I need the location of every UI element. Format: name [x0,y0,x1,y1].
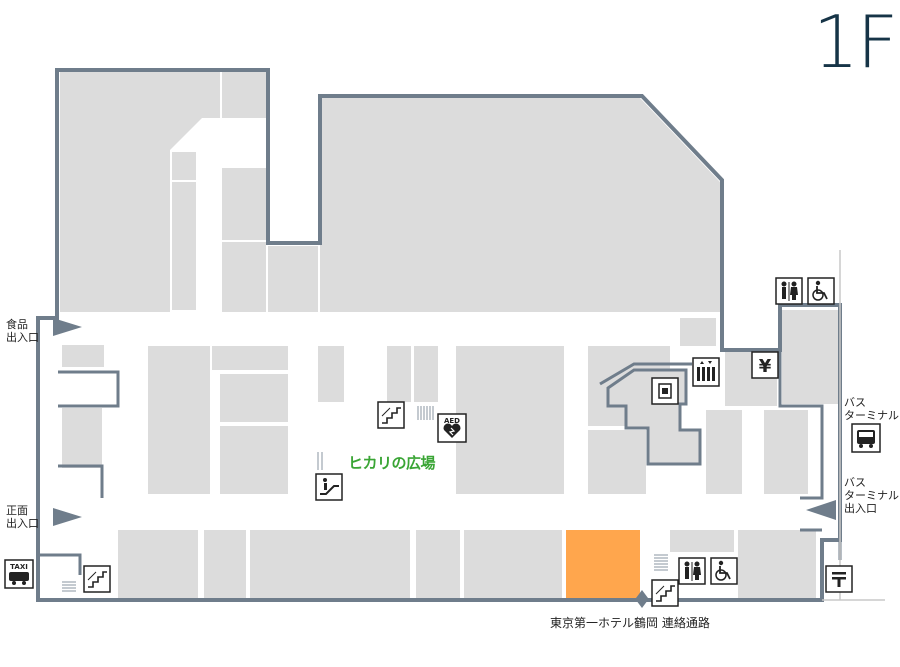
stair-stripes [62,406,668,592]
hotel-link-arrow-up [636,590,648,598]
elevator-icon [692,357,720,387]
aed-label: AED [444,417,460,425]
atm-icon: ¥ [751,351,779,379]
restroom-icon-bottom [678,557,706,585]
stairs-icon-bottom [651,579,679,607]
escalator-icon [315,473,343,501]
aed-icon: AED [437,413,467,443]
main-entrance-label: 正面 出入口 [6,504,39,530]
bus-terminal-entrance-label: バス ターミナル 出入口 [844,476,899,515]
restroom-icon [775,277,803,305]
bus-icon [851,423,881,453]
post-office-icon [825,565,853,593]
coin-locker-icon [651,377,679,405]
upper-left-blocks [60,72,318,312]
main-entrance-arrow [53,508,82,526]
bus-entrance-arrow [806,500,836,520]
upper-large-block [320,98,720,312]
stairs-icon [377,401,405,429]
middle-blocks [62,318,808,494]
food-entrance-label: 食品 出入口 [6,318,39,344]
highlighted-store [566,530,640,598]
inner-walls [38,348,842,575]
taxi-icon: TAXI [4,559,34,589]
wheelchair-icon [807,277,835,305]
food-entrance-arrow [53,318,82,336]
hotel-link-label: 東京第一ホテル鶴岡 連絡通路 [550,616,710,630]
stairs-icon-bottom-left [83,565,111,593]
bottom-blocks [118,310,838,598]
bus-terminal-label: バス ターミナル [844,396,899,422]
floor-label: 1F [813,0,898,84]
wheelchair-icon-bottom [710,557,738,585]
taxi-label: TAXI [10,563,28,571]
plaza-label: ヒカリの広場 [348,454,436,472]
atm-yen-label: ¥ [759,356,772,377]
hotel-link-arrow-down [636,600,648,608]
